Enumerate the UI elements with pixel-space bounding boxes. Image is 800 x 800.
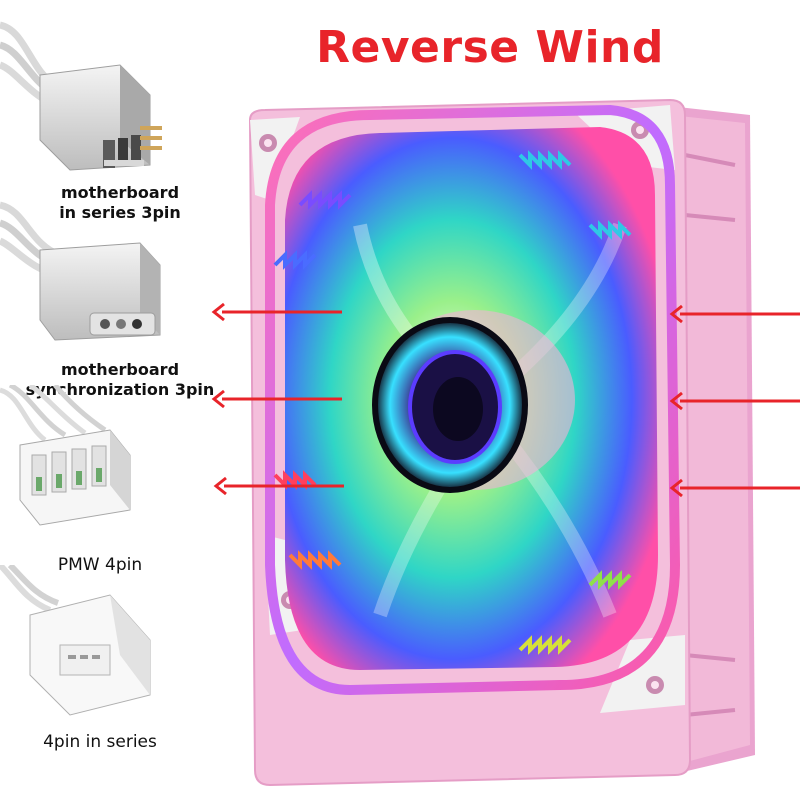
connector-1-label-line1: motherboard <box>60 183 180 202</box>
airflow-arrow-left-2 <box>211 389 342 409</box>
4pin-series-connector-icon <box>0 565 151 716</box>
airflow-arrow-left-1 <box>211 302 342 322</box>
airflow-arrow-right-1 <box>669 304 800 324</box>
connector-4-label: 4pin in series <box>43 732 157 752</box>
connector-1-label-line2: in series 3pin <box>59 203 181 222</box>
connector-2-label-line1: motherboard <box>60 360 180 379</box>
3pin-series-connector-icon <box>0 21 162 171</box>
page-title: Reverse Wind <box>316 22 664 73</box>
connector-3-label: PMW 4pin <box>57 555 143 575</box>
connector-1-label: motherboard in series 3pin <box>0 183 240 223</box>
airflow-arrow-right-2 <box>669 391 800 411</box>
airflow-arrow-left-3 <box>213 476 344 496</box>
connector-2-label-line2: synchronization 3pin <box>25 380 215 399</box>
3pin-sync-connector-icon <box>0 201 161 341</box>
rgb-fan-image <box>248 98 755 787</box>
airflow-arrow-right-3 <box>669 478 800 498</box>
4pin-pwm-connector-icon <box>0 385 131 526</box>
connector-2-label: motherboard synchronization 3pin <box>0 360 240 400</box>
